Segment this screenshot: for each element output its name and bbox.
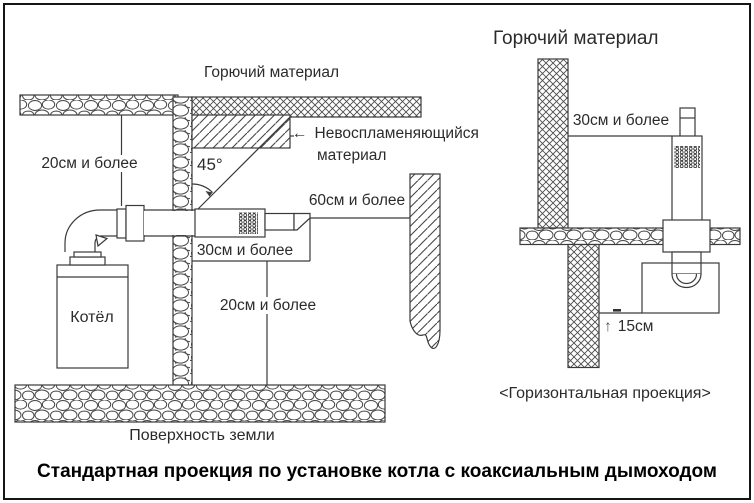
label-nonflammable-line2: материал	[317, 147, 387, 164]
outer-wall	[409, 173, 441, 350]
label-combustible-left: Горючий материал	[204, 64, 340, 81]
combustible-column-outer	[537, 58, 569, 229]
chimney-dome-inner	[675, 273, 698, 285]
ground-floor	[14, 384, 386, 423]
terminal-tip	[293, 212, 311, 231]
angle-diagonal-line	[191, 116, 291, 216]
flue-elbow	[64, 209, 118, 252]
boiler	[56, 264, 129, 369]
ceiling-left	[19, 94, 179, 116]
flue-pipe-through-wall	[144, 209, 195, 237]
label-nonflammable: ← Невоспламеняющийся	[292, 125, 479, 142]
label-ground-surface: Поверхность земли	[129, 427, 275, 444]
clearance-zone	[599, 262, 720, 314]
ceiling-combustible	[191, 96, 422, 118]
label-clearance-15: ↑ 15см	[604, 318, 653, 335]
arrow-up-icon: ↑	[604, 318, 612, 335]
diagram-title: Стандартная проекция по установке котла …	[37, 461, 717, 482]
chimney-plan	[662, 107, 711, 289]
label-boiler: Котёл	[70, 309, 114, 326]
label-clearance-bottom: 20см и более	[212, 297, 324, 315]
boiler-flange	[69, 251, 106, 266]
angle-arc	[191, 183, 213, 197]
nonflammable-panel	[191, 114, 291, 149]
label-clearance-15-value: 15см	[617, 318, 654, 335]
chimney-dome	[671, 273, 702, 289]
label-nonflammable-line1: Невоспламеняющийся	[314, 125, 479, 142]
flue-terminal	[194, 208, 311, 238]
label-horizontal-projection: <Горизонтальная проекция>	[499, 385, 711, 402]
chimney-perforations	[674, 146, 700, 168]
chimney-inner-pipe	[679, 107, 696, 138]
flue-coupling	[116, 204, 145, 242]
arrow-left-icon: ←	[292, 125, 308, 142]
label-angle-45: 45°	[197, 155, 223, 174]
label-clearance-side-right: 30см и более	[572, 112, 670, 129]
label-combustible-right: Горючий материал	[493, 28, 659, 49]
combustible-column-inner	[567, 243, 600, 369]
label-clearance-top: 20см и более	[30, 155, 149, 173]
terminal-perforations	[239, 212, 258, 234]
interior-wall	[172, 96, 193, 386]
label-clearance-front: 60см и более	[308, 192, 406, 209]
chimney-wall-flange	[662, 219, 711, 253]
label-clearance-side: 30см и более	[196, 242, 294, 259]
dim-side-clearance-lines	[192, 218, 311, 262]
